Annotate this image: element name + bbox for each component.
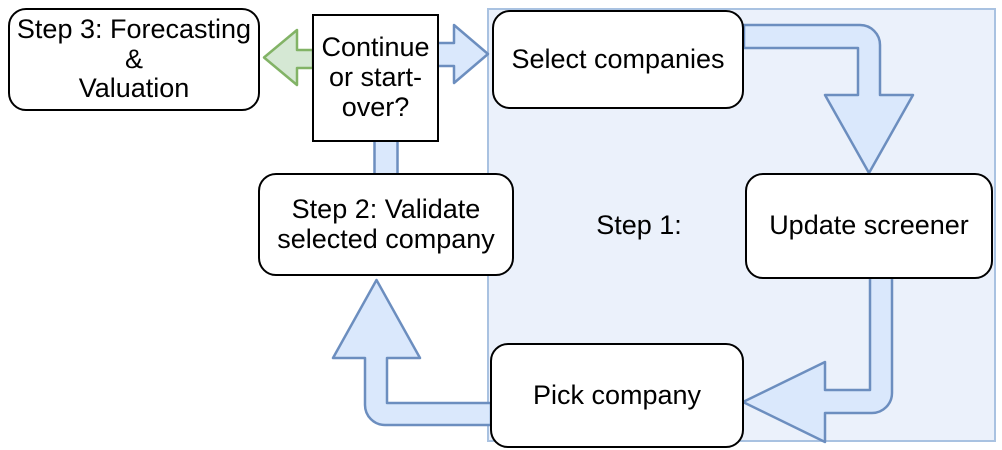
arrow-select-to-update [742,23,915,175]
node-step3-label-line2: & [124,43,143,74]
arrow-continue-to-select [435,23,490,85]
arrow-pick-to-step2 [331,278,493,427]
node-step3-label-line1: Step 3: Forecasting [16,13,252,44]
node-select-companies: Select companies [492,10,744,109]
node-update-screener: Update screener [745,173,993,279]
arrow-continue-to-step3 [262,28,315,87]
node-continue-label-line2: or start- [328,62,422,93]
connector-step2-to-continue [373,138,399,178]
node-continue-label-line3: over? [341,91,410,122]
node-select-companies-label: Select companies [511,43,725,74]
node-update-screener-label: Update screener [769,210,969,241]
node-continue-decision: Continue or start- over? [312,14,439,142]
node-continue-label-line1: Continue [321,32,430,63]
node-pick-company: Pick company [490,343,744,448]
node-step3: Step 3: Forecasting & Valuation [8,8,260,111]
step1-region-label: Step 1: [596,209,682,240]
node-pick-company-label: Pick company [532,379,702,410]
node-step3-label-line3: Valuation [78,73,190,104]
node-step2-label-line2: selected company [277,223,495,254]
node-step2-label-line1: Step 2: Validate [291,193,481,224]
arrow-update-to-pick [741,275,894,444]
node-step2: Step 2: Validate selected company [258,173,514,276]
